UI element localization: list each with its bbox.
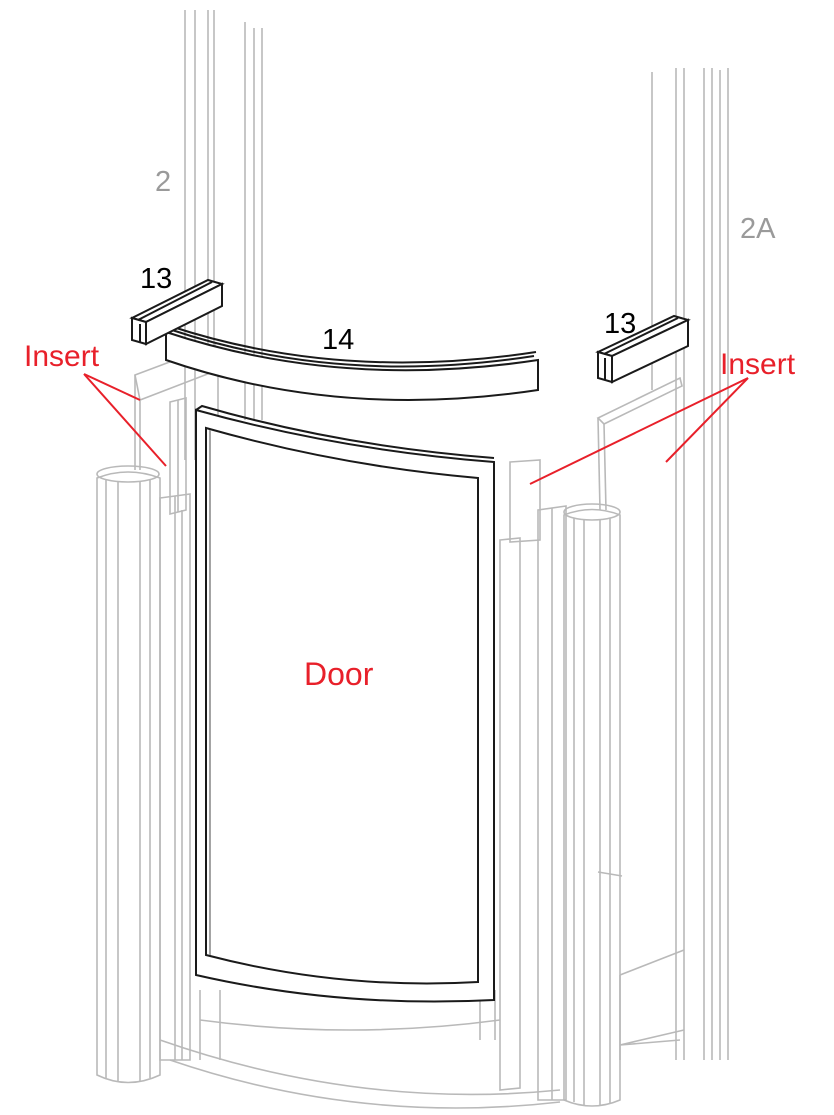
left-pillar bbox=[96, 465, 161, 1084]
shower-tray bbox=[159, 990, 681, 1109]
left-frame-post bbox=[159, 493, 191, 1061]
left-bracket-13 bbox=[129, 278, 225, 346]
part-label-13-right: 13 bbox=[604, 308, 637, 340]
part-label-14: 14 bbox=[322, 324, 355, 356]
right-bracket-13 bbox=[595, 314, 691, 384]
right-side-panel bbox=[596, 376, 683, 511]
left-wall-profile bbox=[184, 10, 263, 460]
door-frame bbox=[195, 404, 495, 1003]
left-insert-strip bbox=[169, 396, 187, 516]
insert-label-left: Insert bbox=[24, 340, 100, 373]
part-label-13-left: 13 bbox=[140, 263, 173, 295]
right-frame-post bbox=[499, 505, 567, 1101]
right-insert-strip bbox=[509, 459, 541, 543]
right-pillar bbox=[563, 503, 621, 1107]
insert-label-right: Insert bbox=[720, 348, 796, 381]
right-wall-profile bbox=[597, 68, 729, 1060]
insert-leader-lines bbox=[83, 373, 749, 485]
top-track-14 bbox=[165, 325, 539, 401]
reference-label-2: 2 bbox=[155, 166, 172, 198]
reference-label-2a: 2A bbox=[740, 213, 776, 245]
door-label: Door bbox=[304, 656, 374, 692]
